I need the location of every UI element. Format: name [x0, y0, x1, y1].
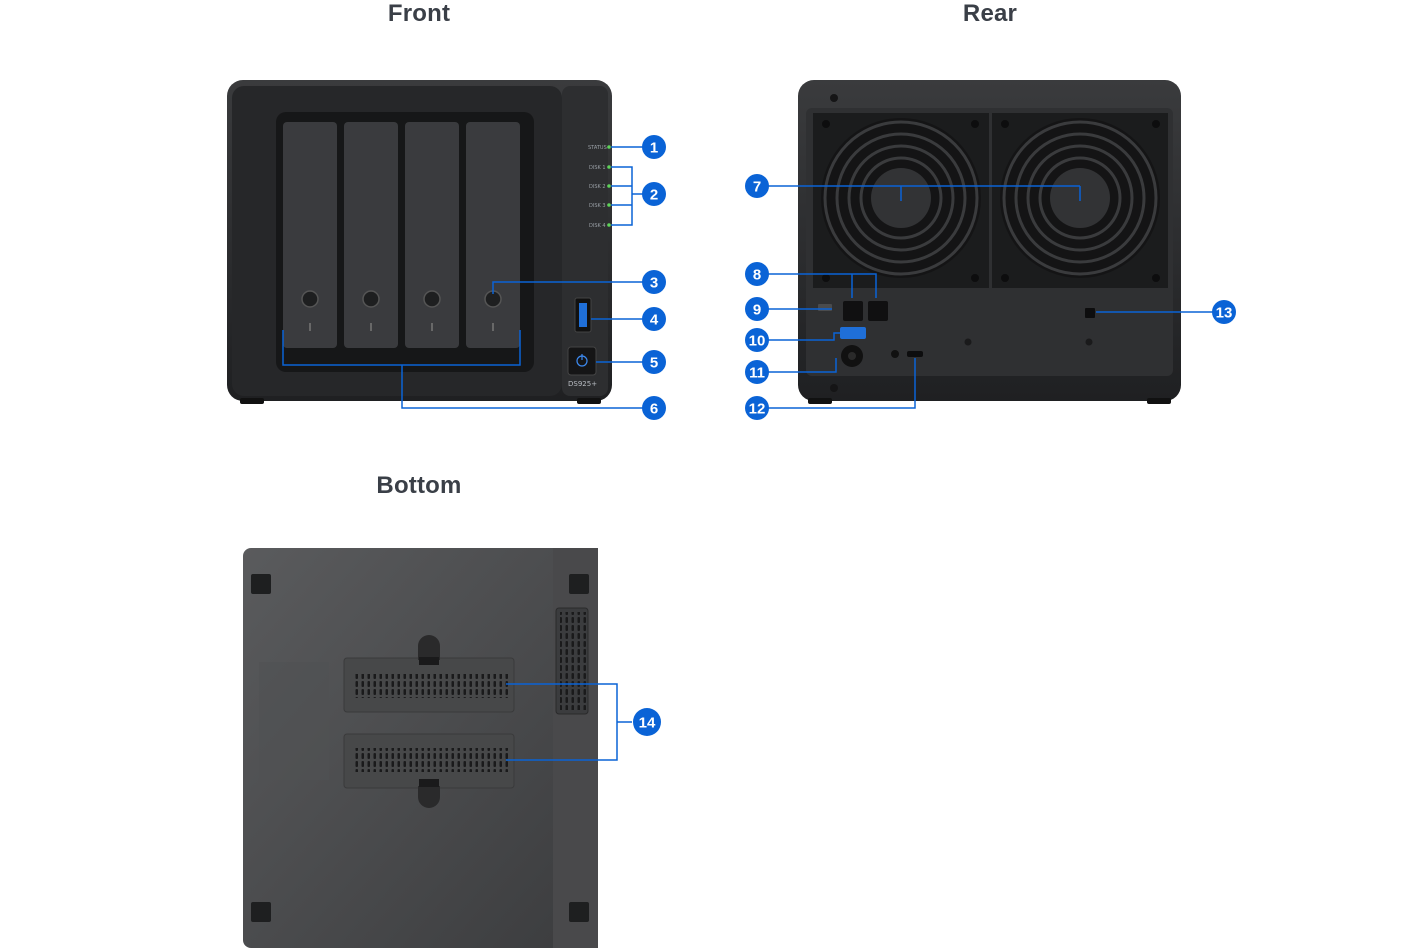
svg-text:9: 9 — [753, 302, 761, 319]
side-vent — [555, 607, 589, 715]
callout-4: 4 — [642, 307, 666, 331]
disk-led-label-3: DISK 3 — [589, 203, 606, 209]
svg-text:12: 12 — [749, 401, 766, 418]
callout-2: 2 — [642, 182, 666, 206]
callout-13: 13 — [1212, 300, 1236, 324]
pcie-slot[interactable] — [907, 351, 923, 357]
callout-1: 1 — [642, 135, 666, 159]
drive-tray-2[interactable] — [344, 122, 398, 348]
rear-screw — [830, 94, 838, 102]
rubber-foot — [251, 902, 271, 922]
svg-text:10: 10 — [749, 333, 766, 350]
svg-text:11: 11 — [749, 365, 765, 382]
memory-slot-cover-bottom[interactable] — [343, 733, 515, 808]
rear-usb-port[interactable] — [840, 327, 866, 339]
svg-text:5: 5 — [650, 355, 658, 372]
status-led-label: STATUS — [588, 145, 607, 151]
rear-view — [766, 80, 1213, 409]
disk-led-label-1: DISK 1 — [589, 165, 606, 171]
svg-text:4: 4 — [650, 312, 659, 329]
disk-led-label-4: DISK 4 — [589, 223, 606, 229]
rear-screw — [964, 338, 972, 346]
rubber-foot — [569, 902, 589, 922]
callout-9: 9 — [745, 297, 769, 321]
callout-8: 8 — [745, 262, 769, 286]
lan-port-1[interactable] — [843, 301, 863, 321]
disk-led-2 — [607, 184, 611, 188]
rear-screw — [830, 384, 838, 392]
svg-text:14: 14 — [639, 715, 656, 732]
tray-latch-icon — [423, 290, 441, 308]
drive-tray-1[interactable] — [283, 122, 337, 348]
front-foot-left — [240, 398, 264, 404]
disk-led-4 — [607, 223, 611, 227]
kensington-lock-icon[interactable] — [1085, 308, 1095, 318]
rubber-foot — [569, 574, 589, 594]
front-led-panel: STATUS DISK 1 DISK 2 DISK 3 DISK 4 — [588, 145, 611, 229]
callout-badges: 1 2 3 4 5 6 7 8 9 10 11 12 13 14 — [633, 135, 1236, 736]
disk-led-3 — [607, 203, 611, 207]
callout-3: 3 — [642, 270, 666, 294]
bottom-title: Bottom — [376, 472, 462, 499]
rubber-foot — [251, 574, 271, 594]
power-button[interactable] — [567, 346, 597, 376]
lan-port-icon — [868, 301, 888, 321]
drive-tray-4[interactable] — [466, 122, 520, 348]
svg-text:6: 6 — [650, 401, 658, 418]
front-foot-right — [577, 398, 601, 404]
rear-foot-left — [808, 398, 832, 404]
tray-latch-icon — [362, 290, 380, 308]
drive-trays — [283, 122, 520, 348]
callout-12: 12 — [745, 396, 769, 420]
callout-10: 10 — [745, 328, 769, 352]
svg-text:1: 1 — [650, 140, 658, 157]
lan-port-icon — [843, 301, 863, 321]
drive-tray-3[interactable] — [405, 122, 459, 348]
disk-led-label-2: DISK 2 — [589, 184, 606, 190]
front-callout-lines — [282, 146, 646, 409]
front-usb-port[interactable] — [574, 297, 592, 333]
rear-jack — [891, 350, 899, 358]
lan-port-2[interactable] — [868, 301, 888, 321]
status-led — [607, 145, 611, 149]
rear-foot-right — [1147, 398, 1171, 404]
bottom-callout-lines — [506, 683, 632, 761]
bottom-view — [243, 548, 632, 948]
front-title: Front — [387, 0, 451, 27]
front-view: STATUS DISK 1 DISK 2 DISK 3 DISK 4 DS925… — [227, 80, 646, 409]
callout-7: 7 — [745, 174, 769, 198]
dc-power-port[interactable] — [841, 345, 863, 367]
callout-11: 11 — [745, 360, 769, 384]
tray-latch-icon — [301, 290, 319, 308]
reset-button[interactable] — [818, 304, 832, 311]
svg-text:3: 3 — [650, 275, 658, 292]
svg-text:7: 7 — [753, 179, 761, 196]
callout-6: 6 — [642, 396, 666, 420]
rear-title: Rear — [962, 0, 1018, 27]
rear-callout-lines — [766, 185, 1213, 409]
callout-14: 14 — [633, 708, 661, 736]
bottom-label-area — [259, 662, 329, 780]
rear-screw — [1085, 338, 1093, 346]
memory-slot-cover-top[interactable] — [343, 635, 515, 713]
svg-text:2: 2 — [650, 187, 658, 204]
svg-text:8: 8 — [753, 267, 761, 284]
usb-icon — [579, 303, 587, 327]
model-label: DS925+ — [568, 380, 597, 388]
disk-led-1 — [607, 165, 611, 169]
callout-5: 5 — [642, 350, 666, 374]
svg-text:13: 13 — [1216, 305, 1233, 322]
